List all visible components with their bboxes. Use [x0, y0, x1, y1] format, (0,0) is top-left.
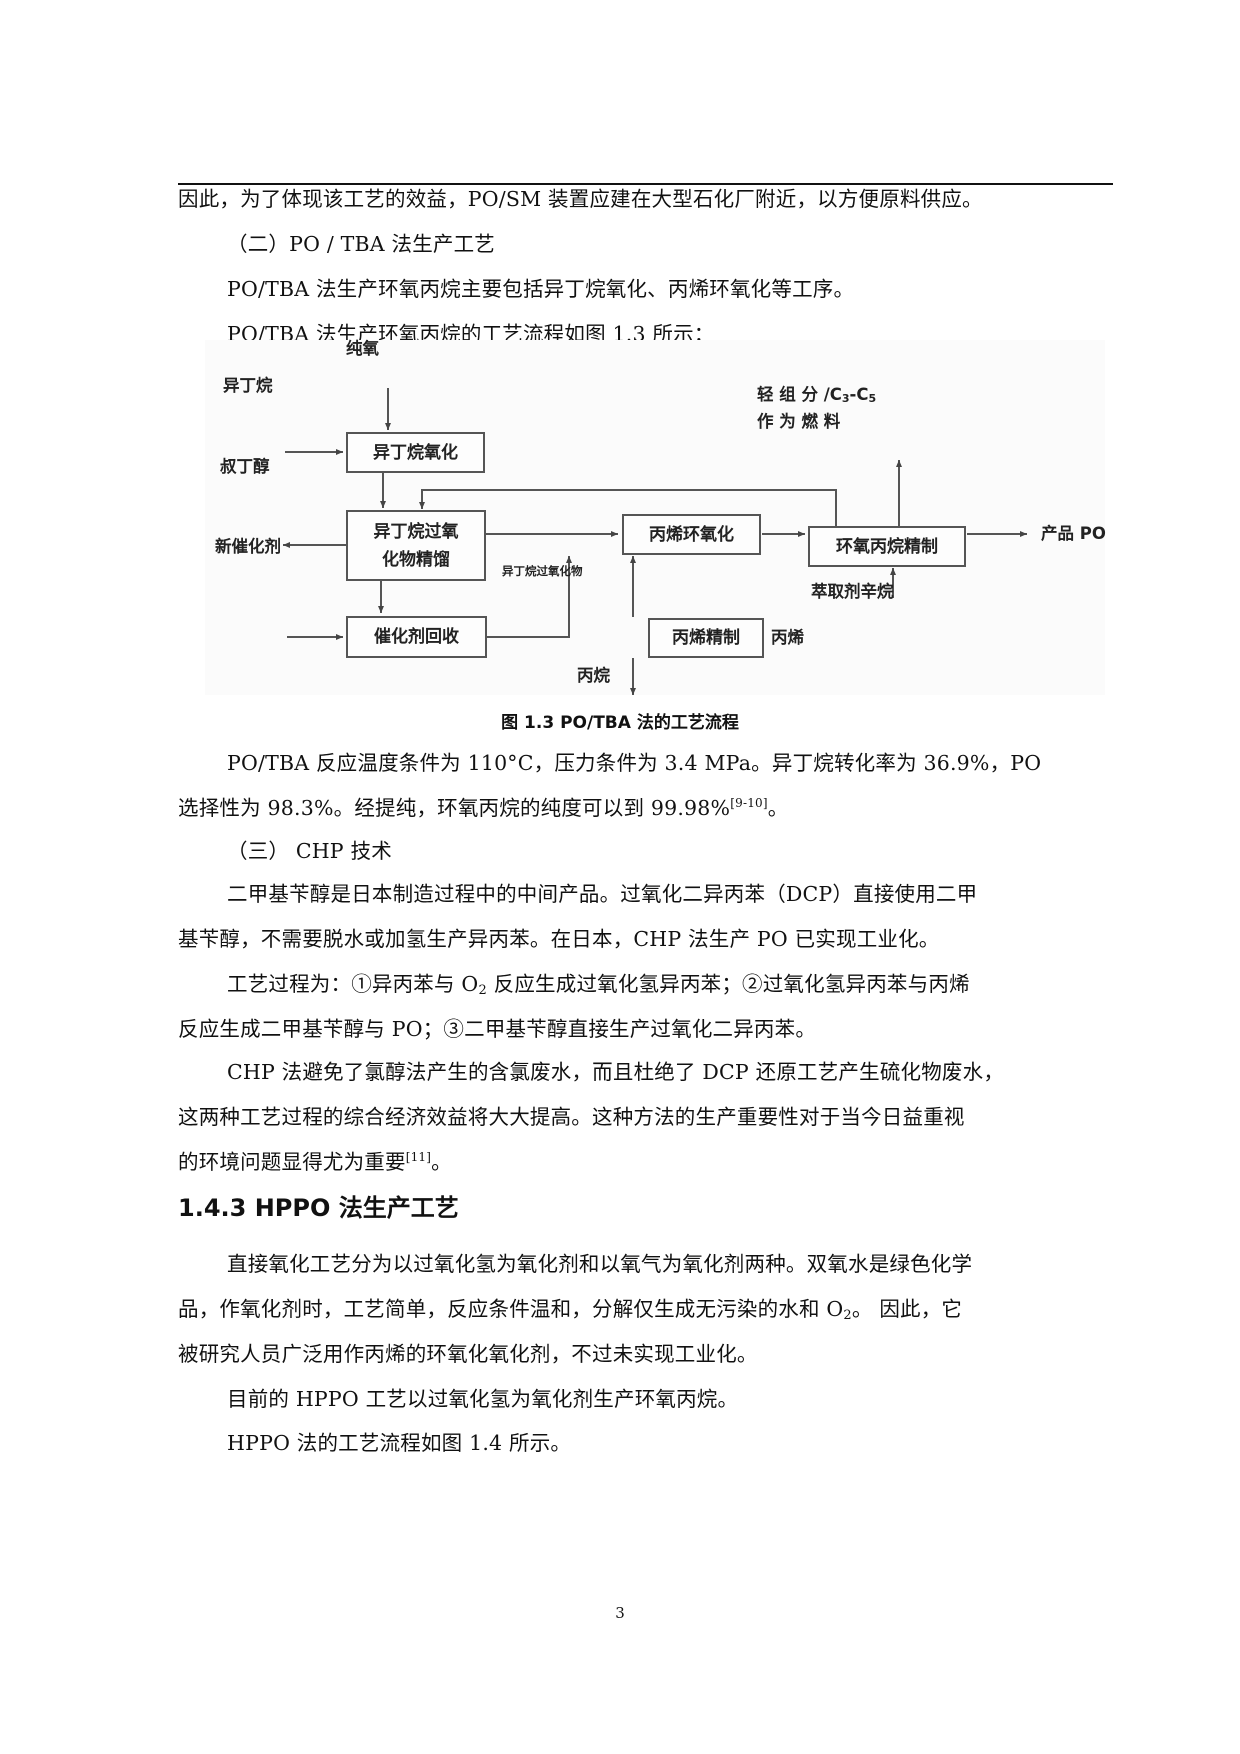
header-rule	[178, 183, 1113, 185]
paragraph: 工艺过程为：①异丙苯与 O2 反应生成过氧化氢异丙苯；②过氧化氢异丙苯与丙烯	[178, 963, 1113, 1005]
box-catalyst-recovery: 催化剂回收	[346, 616, 487, 658]
box-line: 异丁烷过氧	[373, 521, 459, 542]
label-tba: 叔丁醇	[220, 457, 270, 476]
label-as-fuel: 作 为 燃 料	[757, 412, 841, 431]
box-peroxide-distillation: 异丁烷过氧 化物精馏	[346, 510, 486, 581]
subsection-title-po-tba: （二）PO / TBA 法生产工艺	[227, 232, 495, 256]
subscript: 3	[841, 392, 850, 405]
section-heading: 1.4.3 HPPO 法生产工艺	[178, 1194, 459, 1222]
text: 。	[431, 1150, 452, 1174]
paragraph: HPPO 法的工艺流程如图 1.4 所示。	[227, 1431, 572, 1455]
paragraph: 目前的 HPPO 工艺以过氧化氢为氧化剂生产环氧丙烷。	[227, 1387, 739, 1411]
flow-arrows	[283, 388, 1027, 695]
label-new-catalyst: 新催化剂	[215, 537, 281, 556]
paragraph: 选择性为 98.3%。经提纯，环氧丙烷的纯度可以到 99.98%[9-10]。	[178, 787, 1113, 829]
text: 反应生成过氧化氢异丙苯；②过氧化氢异丙苯与丙烯	[486, 972, 970, 996]
text: 。 因此，它	[851, 1297, 963, 1321]
subscript: 2	[478, 983, 487, 998]
citation: [11]	[405, 1150, 432, 1164]
label-isobutane-peroxide: 异丁烷过氧化物	[502, 564, 583, 578]
text: 。	[767, 796, 789, 820]
text: 品，作氧化剂时，工艺简单，反应条件温和，分解仅生成无污染的水和 O	[178, 1297, 844, 1321]
paragraph: CHP 法避免了氯醇法产生的含氯废水，而且杜绝了 DCP 还原工艺产生硫化物废水…	[227, 1060, 1005, 1084]
box-isobutane-oxidation: 异丁烷氧化	[346, 432, 485, 473]
box-propylene-purification: 丙烯精制	[648, 618, 764, 658]
label-propane: 丙烷	[577, 666, 610, 685]
paragraph: 这两种工艺过程的综合经济效益将大大提高。这种方法的生产重要性对于当今日益重视	[178, 1105, 965, 1129]
text: 轻 组 分 /C	[757, 385, 842, 404]
subscript: 2	[843, 1308, 852, 1323]
paragraph: 被研究人员广泛用作丙烯的环氧化氧化剂，不过未实现工业化。	[178, 1342, 758, 1366]
process-flow-diagram: 纯氧 异丁烷 异丁烷氧化 叔丁醇 异丁烷过氧 化物精馏 异丁烷过氧化物 新催化剂…	[205, 339, 1106, 695]
text: 的环境问题显得尤为重要	[178, 1150, 406, 1174]
paragraph: 品，作氧化剂时，工艺简单，反应条件温和，分解仅生成无污染的水和 O2。 因此，它	[178, 1288, 1113, 1330]
subscript: 5	[868, 392, 877, 405]
box-line: 化物精馏	[382, 549, 450, 570]
paragraph: 二甲基苄醇是日本制造过程中的中间产品。过氧化二异丙苯（DCP）直接使用二甲	[227, 882, 978, 906]
box-propylene-epoxidation: 丙烯环氧化	[622, 514, 761, 555]
text: -C	[849, 385, 869, 404]
label-pure-oxygen: 纯氧	[346, 339, 379, 358]
paragraph: 的环境问题显得尤为重要[11]。	[178, 1141, 1113, 1183]
figure-caption: 图 1.3 PO/TBA 法的工艺流程	[501, 713, 739, 733]
citation: [9-10]	[730, 796, 768, 810]
paragraph: PO/TBA 反应温度条件为 110°C，压力条件为 3.4 MPa。异丁烷转化…	[227, 751, 1042, 775]
label-propylene: 丙烯	[771, 628, 804, 647]
subsection-title-chp: （三） CHP 技术	[227, 839, 392, 863]
label-extractant-octane: 萃取剂辛烷	[811, 582, 894, 601]
paragraph: 反应生成二甲基苄醇与 PO；③二甲基苄醇直接生产过氧化二异丙苯。	[178, 1017, 817, 1041]
label-product-po: 产品 PO	[1041, 524, 1106, 543]
text: 工艺过程为：①异丙苯与 O	[227, 972, 479, 996]
text: 选择性为 98.3%。经提纯，环氧丙烷的纯度可以到 99.98%	[178, 796, 731, 820]
label-light-fractions: 轻 组 分 /C3-C5	[757, 380, 876, 410]
label-isobutane: 异丁烷	[223, 376, 273, 395]
box-po-purification: 环氧丙烷精制	[808, 526, 966, 567]
paragraph: 直接氧化工艺分为以过氧化氢为氧化剂和以氧气为氧化剂两种。双氧水是绿色化学	[227, 1252, 973, 1276]
paragraph: 因此，为了体现该工艺的效益，PO/SM 装置应建在大型石化厂附近，以方便原料供应…	[178, 187, 983, 211]
page-number: 3	[615, 1604, 625, 1622]
paragraph: 基苄醇，不需要脱水或加氢生产异丙苯。在日本，CHP 法生产 PO 已实现工业化。	[178, 927, 940, 951]
paragraph: PO/TBA 法生产环氧丙烷主要包括异丁烷氧化、丙烯环氧化等工序。	[227, 277, 855, 301]
